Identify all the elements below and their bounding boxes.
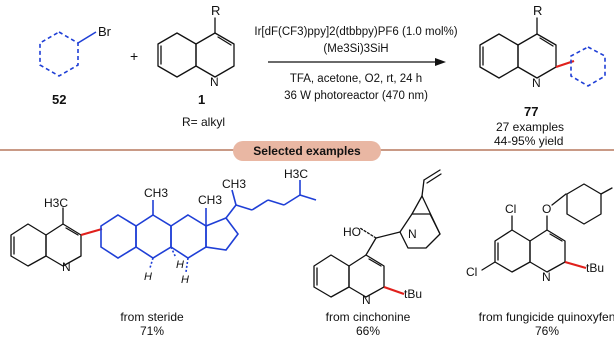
steride-methyl-b: CH3 — [198, 193, 222, 207]
quinoxyfen-cl-5: Cl — [505, 202, 516, 216]
bromine-label: Br — [98, 24, 112, 39]
quinoxyfen-cl-7: Cl — [466, 265, 477, 279]
steride-example-structure — [10, 180, 317, 273]
cinchonine-yield: 66% — [356, 324, 380, 338]
quinoxyfen-tbu: tBu — [586, 261, 604, 275]
steride-quinoline-nitrogen: N — [62, 260, 71, 274]
quinoxyfen-source: from fungicide quinoxyfen — [479, 310, 614, 324]
cinchonine-hydroxyl: HO — [343, 225, 361, 239]
steride-h-1: H — [144, 271, 152, 283]
photoreactor-label: 36 W photoreactor (470 nm) — [284, 90, 428, 102]
steride-source: from steride — [120, 310, 184, 324]
steride-h-2: H — [176, 259, 184, 271]
quinoxyfen-example-structure — [481, 183, 613, 273]
compound-52-label: 52 — [52, 92, 66, 107]
r-group-definition: R= alkyl — [182, 115, 225, 129]
cinchonine-source: from cinchonine — [326, 310, 411, 324]
quinoxyfen-nitrogen: N — [542, 270, 551, 284]
steride-methyl-a: CH3 — [144, 186, 168, 200]
yield-range: 44-95% yield — [494, 134, 563, 148]
quinoline-structure — [157, 17, 235, 78]
examples-count: 27 examples — [496, 120, 564, 134]
steride-methyl-c: CH3 — [222, 177, 246, 191]
silane-label: (Me3Si)3SiH — [323, 43, 388, 55]
plus-sign: + — [130, 48, 138, 64]
cinchonine-tbu: tBu — [404, 287, 422, 301]
steride-quinoline-methyl: H3C — [44, 196, 68, 210]
cinchonine-quinoline-n: N — [362, 293, 371, 307]
cinchonine-quinuclidine-n: N — [408, 227, 417, 241]
steride-yield: 71% — [140, 324, 164, 338]
reaction-arrowhead — [435, 58, 446, 66]
catalyst-label: Ir[dF(CF3)ppy]2(dtbbpy)PF6 (1.0 mol%) — [254, 26, 457, 38]
quinoline-nitrogen: N — [210, 75, 219, 89]
product-nitrogen: N — [532, 76, 541, 90]
cycloalkyl-bromide-structure — [39, 31, 97, 77]
steride-isopropyl-methyl: H3C — [284, 167, 308, 181]
r-group-label: R — [211, 3, 220, 18]
selected-examples-banner — [233, 141, 381, 161]
compound-1-label: 1 — [198, 92, 205, 107]
quinoxyfen-oxygen: O — [542, 202, 551, 216]
steride-h-3: H — [181, 274, 189, 286]
banner-title: Selected examples — [253, 144, 361, 158]
quinoxyfen-yield: 76% — [535, 324, 559, 338]
product-structure — [479, 17, 606, 87]
conditions-label: TFA, acetone, O2, rt, 24 h — [290, 73, 422, 85]
cinchonine-example-structure — [313, 169, 442, 298]
product-r-group-label: R — [533, 3, 542, 18]
compound-77-label: 77 — [524, 104, 538, 119]
